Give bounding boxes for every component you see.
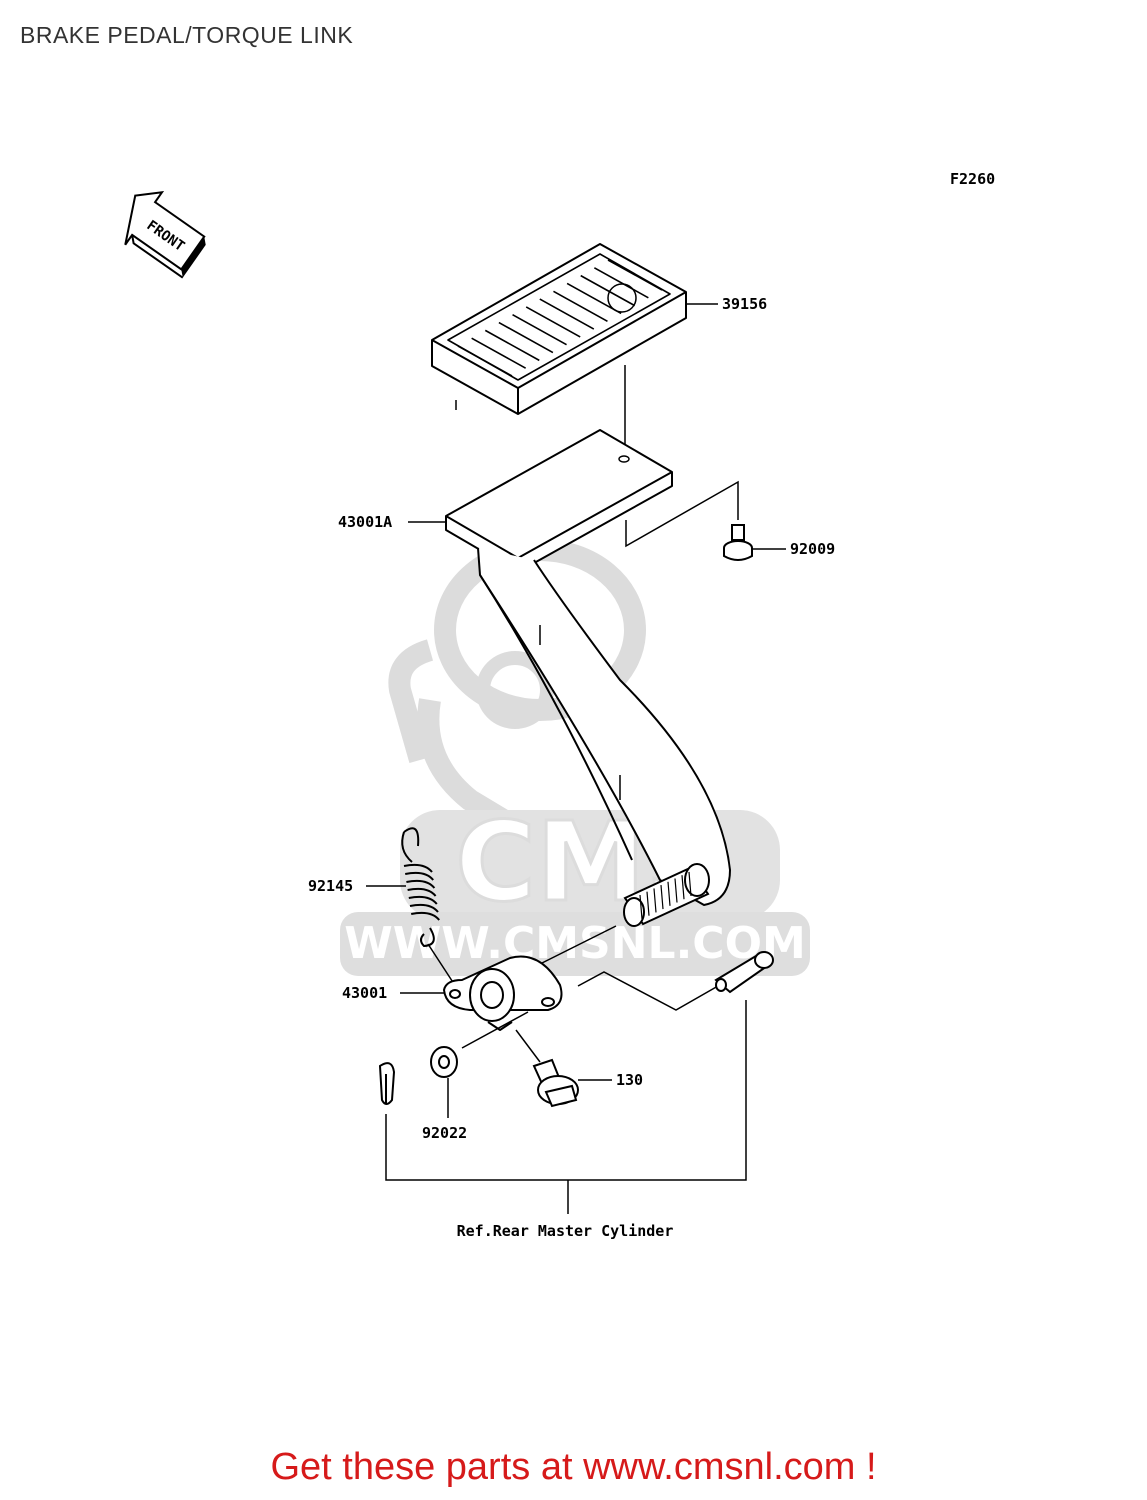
pad-rib [607,259,663,291]
callout-lever: 43001 [342,984,387,1002]
spring-coil [406,879,436,889]
spring-coil [411,911,440,921]
shaft-spline [660,885,664,910]
page-title: BRAKE PEDAL/TORQUE LINK [20,22,354,48]
pad-rib [539,298,595,330]
spring-coil [409,903,439,913]
cotter-pin [378,1062,396,1105]
shaft-spline [674,878,678,903]
shaft-spline [646,891,650,916]
shaft-spline [639,894,643,920]
watermark-cms-block: CMS WWW.CMSNL.COM [340,797,810,976]
callout-bolt: 92009 [790,540,835,558]
figure-code: F2260 [950,170,995,188]
torque-lever [443,955,563,1031]
footer-cta-link[interactable]: Get these parts at www.cmsnl.com ! [270,1446,877,1488]
flange-bolt [532,1058,579,1108]
pedal-shaft [623,863,710,927]
watermark-url: WWW.CMSNL.COM [344,918,806,969]
callout-spring: 92145 [308,877,353,895]
pad-rib [512,314,567,346]
brake-pedal [445,429,731,906]
pedal-pad [431,243,687,415]
callout-flange-bolt: 130 [616,1071,643,1089]
reference-note: Ref.Rear Master Cylinder [457,1222,674,1240]
pad-rib [525,306,581,338]
shaft-spline [688,871,692,896]
callout-brake-pedal: 43001A [338,513,392,531]
spring-coil [408,895,438,905]
bolt [723,524,753,561]
shaft-spline [667,881,671,906]
pad-rib [498,321,554,354]
shaft-spline [681,875,685,900]
washer [430,1046,458,1078]
callout-washer: 92022 [422,1124,467,1142]
spring [401,827,435,948]
pad-rib [471,337,527,369]
parts-diagram: CMS WWW.CMSNL.COM F2260 FRONT 39156 4300… [124,170,995,1240]
footer-cta[interactable]: Get these parts at www.cmsnl.com ! [0,1446,1147,1489]
pad-rib [580,274,636,307]
pad-rib [593,267,649,299]
spring-coil [403,863,433,873]
spring-coil [407,887,437,897]
shaft-spline [653,888,657,913]
spring-coil [405,871,434,881]
pad-rib [457,345,513,377]
clevis-pin [714,951,774,994]
pad-rib [484,329,540,362]
pad-rib [553,290,608,322]
callout-pedal-pad: 39156 [722,295,767,313]
front-arrow-icon: FRONT [124,191,206,279]
